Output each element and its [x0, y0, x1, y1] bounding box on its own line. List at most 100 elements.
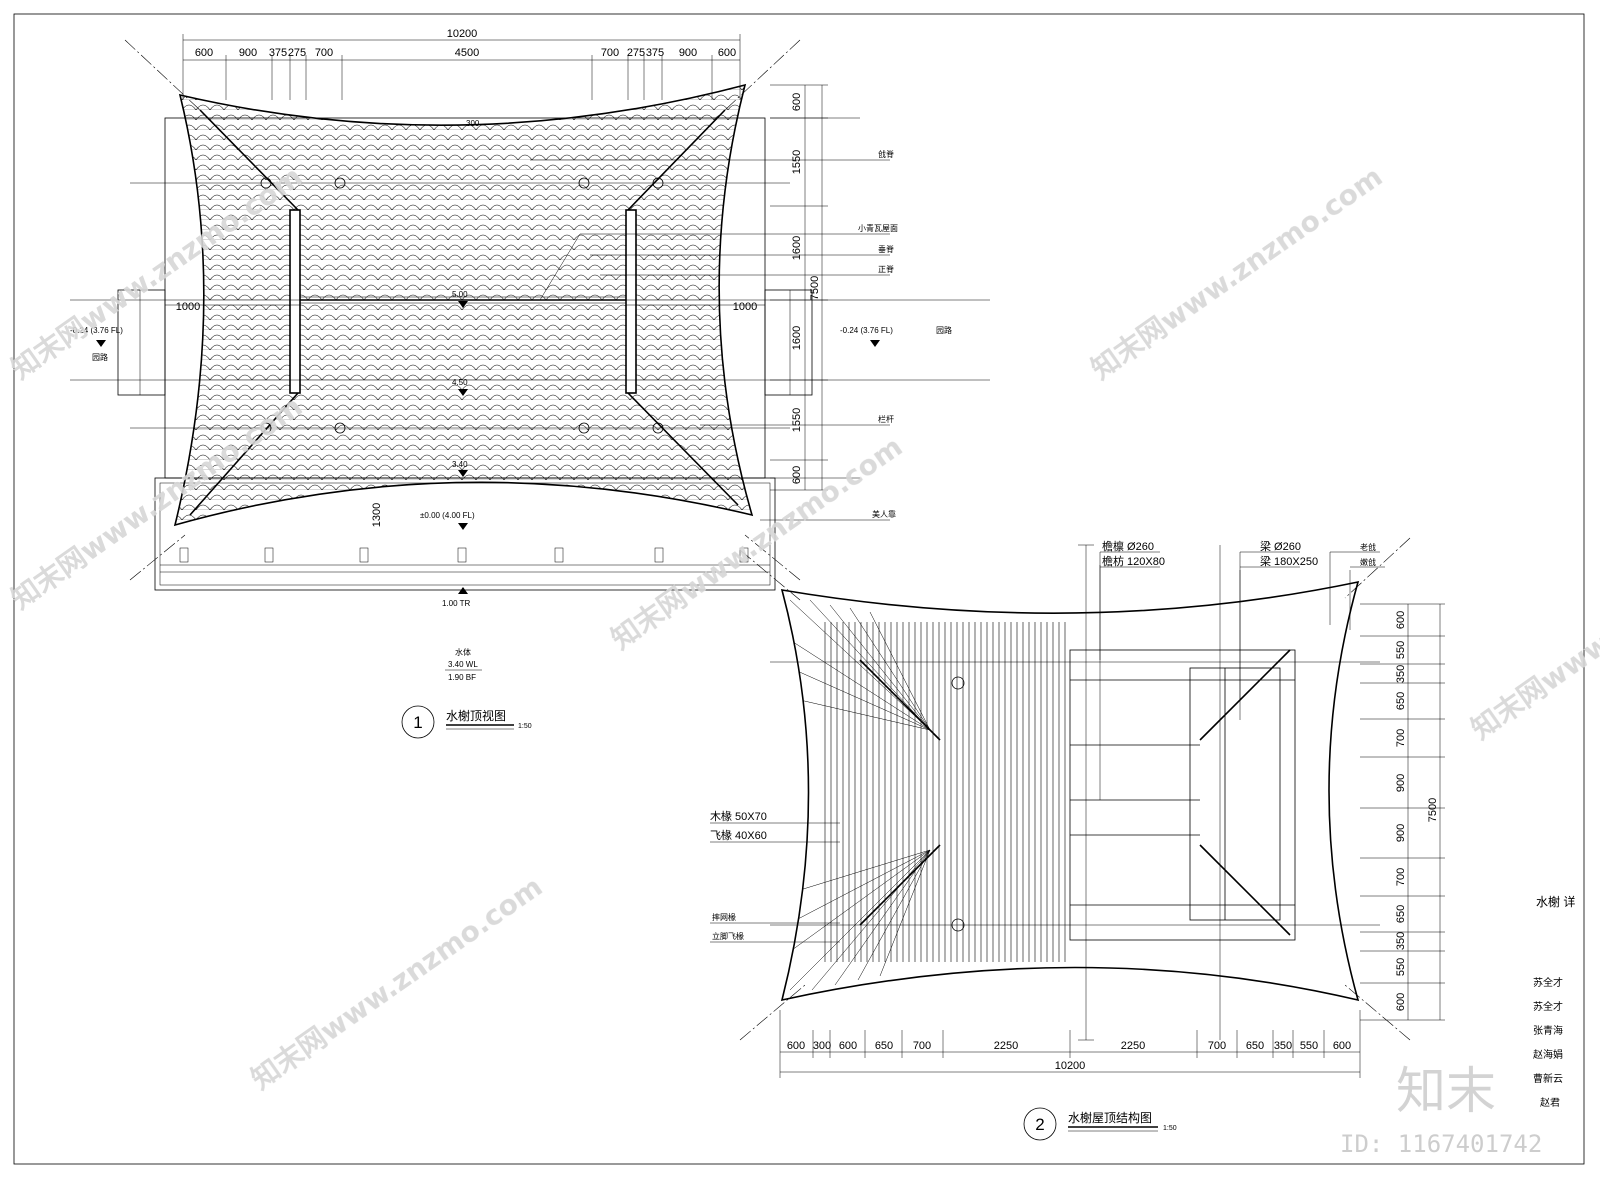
- plan1-right-dim: 1550: [791, 408, 803, 432]
- plan2-scale: 1:50: [1163, 1125, 1177, 1132]
- plan1-right-dim: 600: [791, 466, 803, 484]
- plan1-top-dim: 375: [269, 47, 287, 59]
- rafter-label: 摔网椽: [712, 912, 736, 922]
- plan2-right-dim: 900: [1395, 824, 1407, 842]
- plan1-title: 水榭顶视图: [446, 708, 506, 723]
- plan2-right-dim: 700: [1395, 729, 1407, 747]
- structure-label: 老戗: [1360, 542, 1376, 552]
- watermark-text: 知末网www.znzmo.com: [1465, 520, 1600, 746]
- level-marker-icon: [458, 470, 468, 477]
- plan1-roof-top-view: 10200 600 900 375 275 700 4500 700 275 3…: [70, 28, 990, 739]
- rafter-label: 飞椽 40X60: [710, 829, 767, 842]
- plan2-right-dim: 350: [1395, 932, 1407, 950]
- level-floor: ±0.00 (4.00 FL): [420, 511, 475, 520]
- plan1-top-dim: 600: [195, 47, 213, 59]
- plan2-right-dim: 700: [1395, 868, 1407, 886]
- plan2-bottom-dim: 600: [839, 1040, 857, 1052]
- plan1-right-dim: 1600: [791, 326, 803, 350]
- plan1-right-side-dim: 1000: [733, 301, 757, 313]
- level-marker-icon: [458, 389, 468, 396]
- watermark-id: ID: 1167401742: [1340, 1130, 1542, 1158]
- plan2-right-dim: 550: [1395, 641, 1407, 659]
- structure-label: 嫩戗: [1360, 557, 1376, 567]
- level-tr: 1.00 TR: [442, 599, 471, 608]
- plan1-top-dim: 700: [315, 47, 333, 59]
- plan2-bottom-dim: 350: [1274, 1040, 1292, 1052]
- plan2-bottom-dim: 650: [1246, 1040, 1264, 1052]
- plan2-right-dim: 650: [1395, 905, 1407, 923]
- plan2-right-dim: 350: [1395, 665, 1407, 683]
- plan1-bottom-depth-dim: 1300: [371, 503, 383, 527]
- water-title: 水体: [455, 647, 471, 657]
- water-wl: 3.40 WL: [448, 660, 478, 669]
- sidebar-names: 水榭 详 苏全才 苏全才 张青海 赵海娟 曹新云 赵君: [1533, 894, 1575, 1109]
- plan2-bottom-dim: 550: [1300, 1040, 1318, 1052]
- callout-label: 栏杆: [878, 414, 894, 424]
- plan2-bottom-dim: 2250: [994, 1040, 1018, 1052]
- plan1-right-dim: 1600: [791, 236, 803, 260]
- plan2-bottom-total-dim: 10200: [1055, 1060, 1086, 1072]
- plan1-right-total-dim: 7500: [809, 276, 821, 300]
- plan2-right-dim: 650: [1395, 692, 1407, 710]
- plan2-bottom-dim: 2250: [1121, 1040, 1145, 1052]
- level-marker-icon: [870, 340, 880, 347]
- callout-label: 戗脊: [878, 149, 894, 159]
- plan2-title: 水榭屋顶结构图: [1068, 1110, 1152, 1125]
- plan2-roof-structure: 檐檩 Ø260 檐枋 120X80 梁 Ø260 梁 180X250 老戗 嫩戗…: [710, 537, 1445, 1141]
- plan1-scale: 1:50: [518, 723, 532, 730]
- plan2-bottom-dim: 700: [1208, 1040, 1226, 1052]
- plan1-top-dim: 700: [601, 47, 619, 59]
- elev-top: 300: [466, 119, 480, 128]
- level-marker-icon: [458, 523, 468, 530]
- level-left: -0.24 (3.76 FL): [70, 326, 123, 335]
- sidebar-name: 苏全才: [1533, 1000, 1563, 1013]
- callout-label: 美人靠: [872, 509, 896, 519]
- plan1-top-dim: 275: [627, 47, 645, 59]
- structure-label: 梁 Ø260: [1260, 539, 1301, 553]
- plan1-top-dim: 275: [288, 47, 306, 59]
- sidebar-name: 张青海: [1533, 1024, 1563, 1037]
- plan1-top-total-dim: 10200: [447, 28, 478, 40]
- plan2-bottom-dim: 600: [787, 1040, 805, 1052]
- plan1-top-dim: 600: [718, 47, 736, 59]
- sidebar-heading: 水榭 详: [1536, 894, 1575, 909]
- plan1-right-dim: 600: [791, 93, 803, 111]
- rafter-pattern: [820, 622, 1070, 962]
- level-marker-icon: [458, 301, 468, 308]
- watermark-text: 知末网www.znzmo.com: [1085, 160, 1388, 386]
- plan2-right-total-dim: 7500: [1427, 798, 1439, 822]
- plan1-right-dim: 1550: [791, 150, 803, 174]
- plan2-right-dim: 550: [1395, 958, 1407, 976]
- water-bf: 1.90 BF: [448, 673, 476, 682]
- structure-label: 梁 180X250: [1260, 554, 1318, 568]
- plan2-bottom-dim: 700: [913, 1040, 931, 1052]
- plan2-bottom-dim: 650: [875, 1040, 893, 1052]
- structure-label: 檐枋 120X80: [1102, 554, 1165, 568]
- sidebar-name: 苏全才: [1533, 976, 1563, 989]
- watermark-logo: 知末: [1396, 1062, 1496, 1120]
- level-marker-icon: [458, 587, 468, 594]
- sidebar-name: 曹新云: [1533, 1072, 1563, 1085]
- plan1-top-dim: 900: [679, 47, 697, 59]
- title-number-2: 2: [1035, 1115, 1044, 1134]
- plan1-left-side-dim: 1000: [176, 301, 200, 313]
- plan2-bottom-dim: 600: [1333, 1040, 1351, 1052]
- plan2-bottom-dim: 300: [813, 1040, 831, 1052]
- watermark-text: 知末网www.znzmo.com: [245, 870, 548, 1096]
- level-right: -0.24 (3.76 FL): [840, 326, 893, 335]
- plan1-top-dim: 900: [239, 47, 257, 59]
- road-label-left: 园路: [92, 352, 108, 362]
- road-label-right: 园路: [936, 325, 952, 335]
- plan2-right-dim: 600: [1395, 611, 1407, 629]
- callout-label: 小青瓦屋面: [858, 223, 898, 233]
- level-marker-icon: [96, 340, 106, 347]
- structure-label: 檐檩 Ø260: [1102, 539, 1154, 553]
- rafter-label: 木椽 50X70: [710, 810, 767, 823]
- title-bubble-1: [401, 705, 435, 739]
- callout-label: 垂脊: [878, 244, 894, 254]
- sidebar-name: 赵君: [1540, 1096, 1560, 1109]
- plan2-right-dim: 900: [1395, 774, 1407, 792]
- structure-outline: [780, 580, 1360, 1002]
- callout-label: 正脊: [878, 264, 894, 274]
